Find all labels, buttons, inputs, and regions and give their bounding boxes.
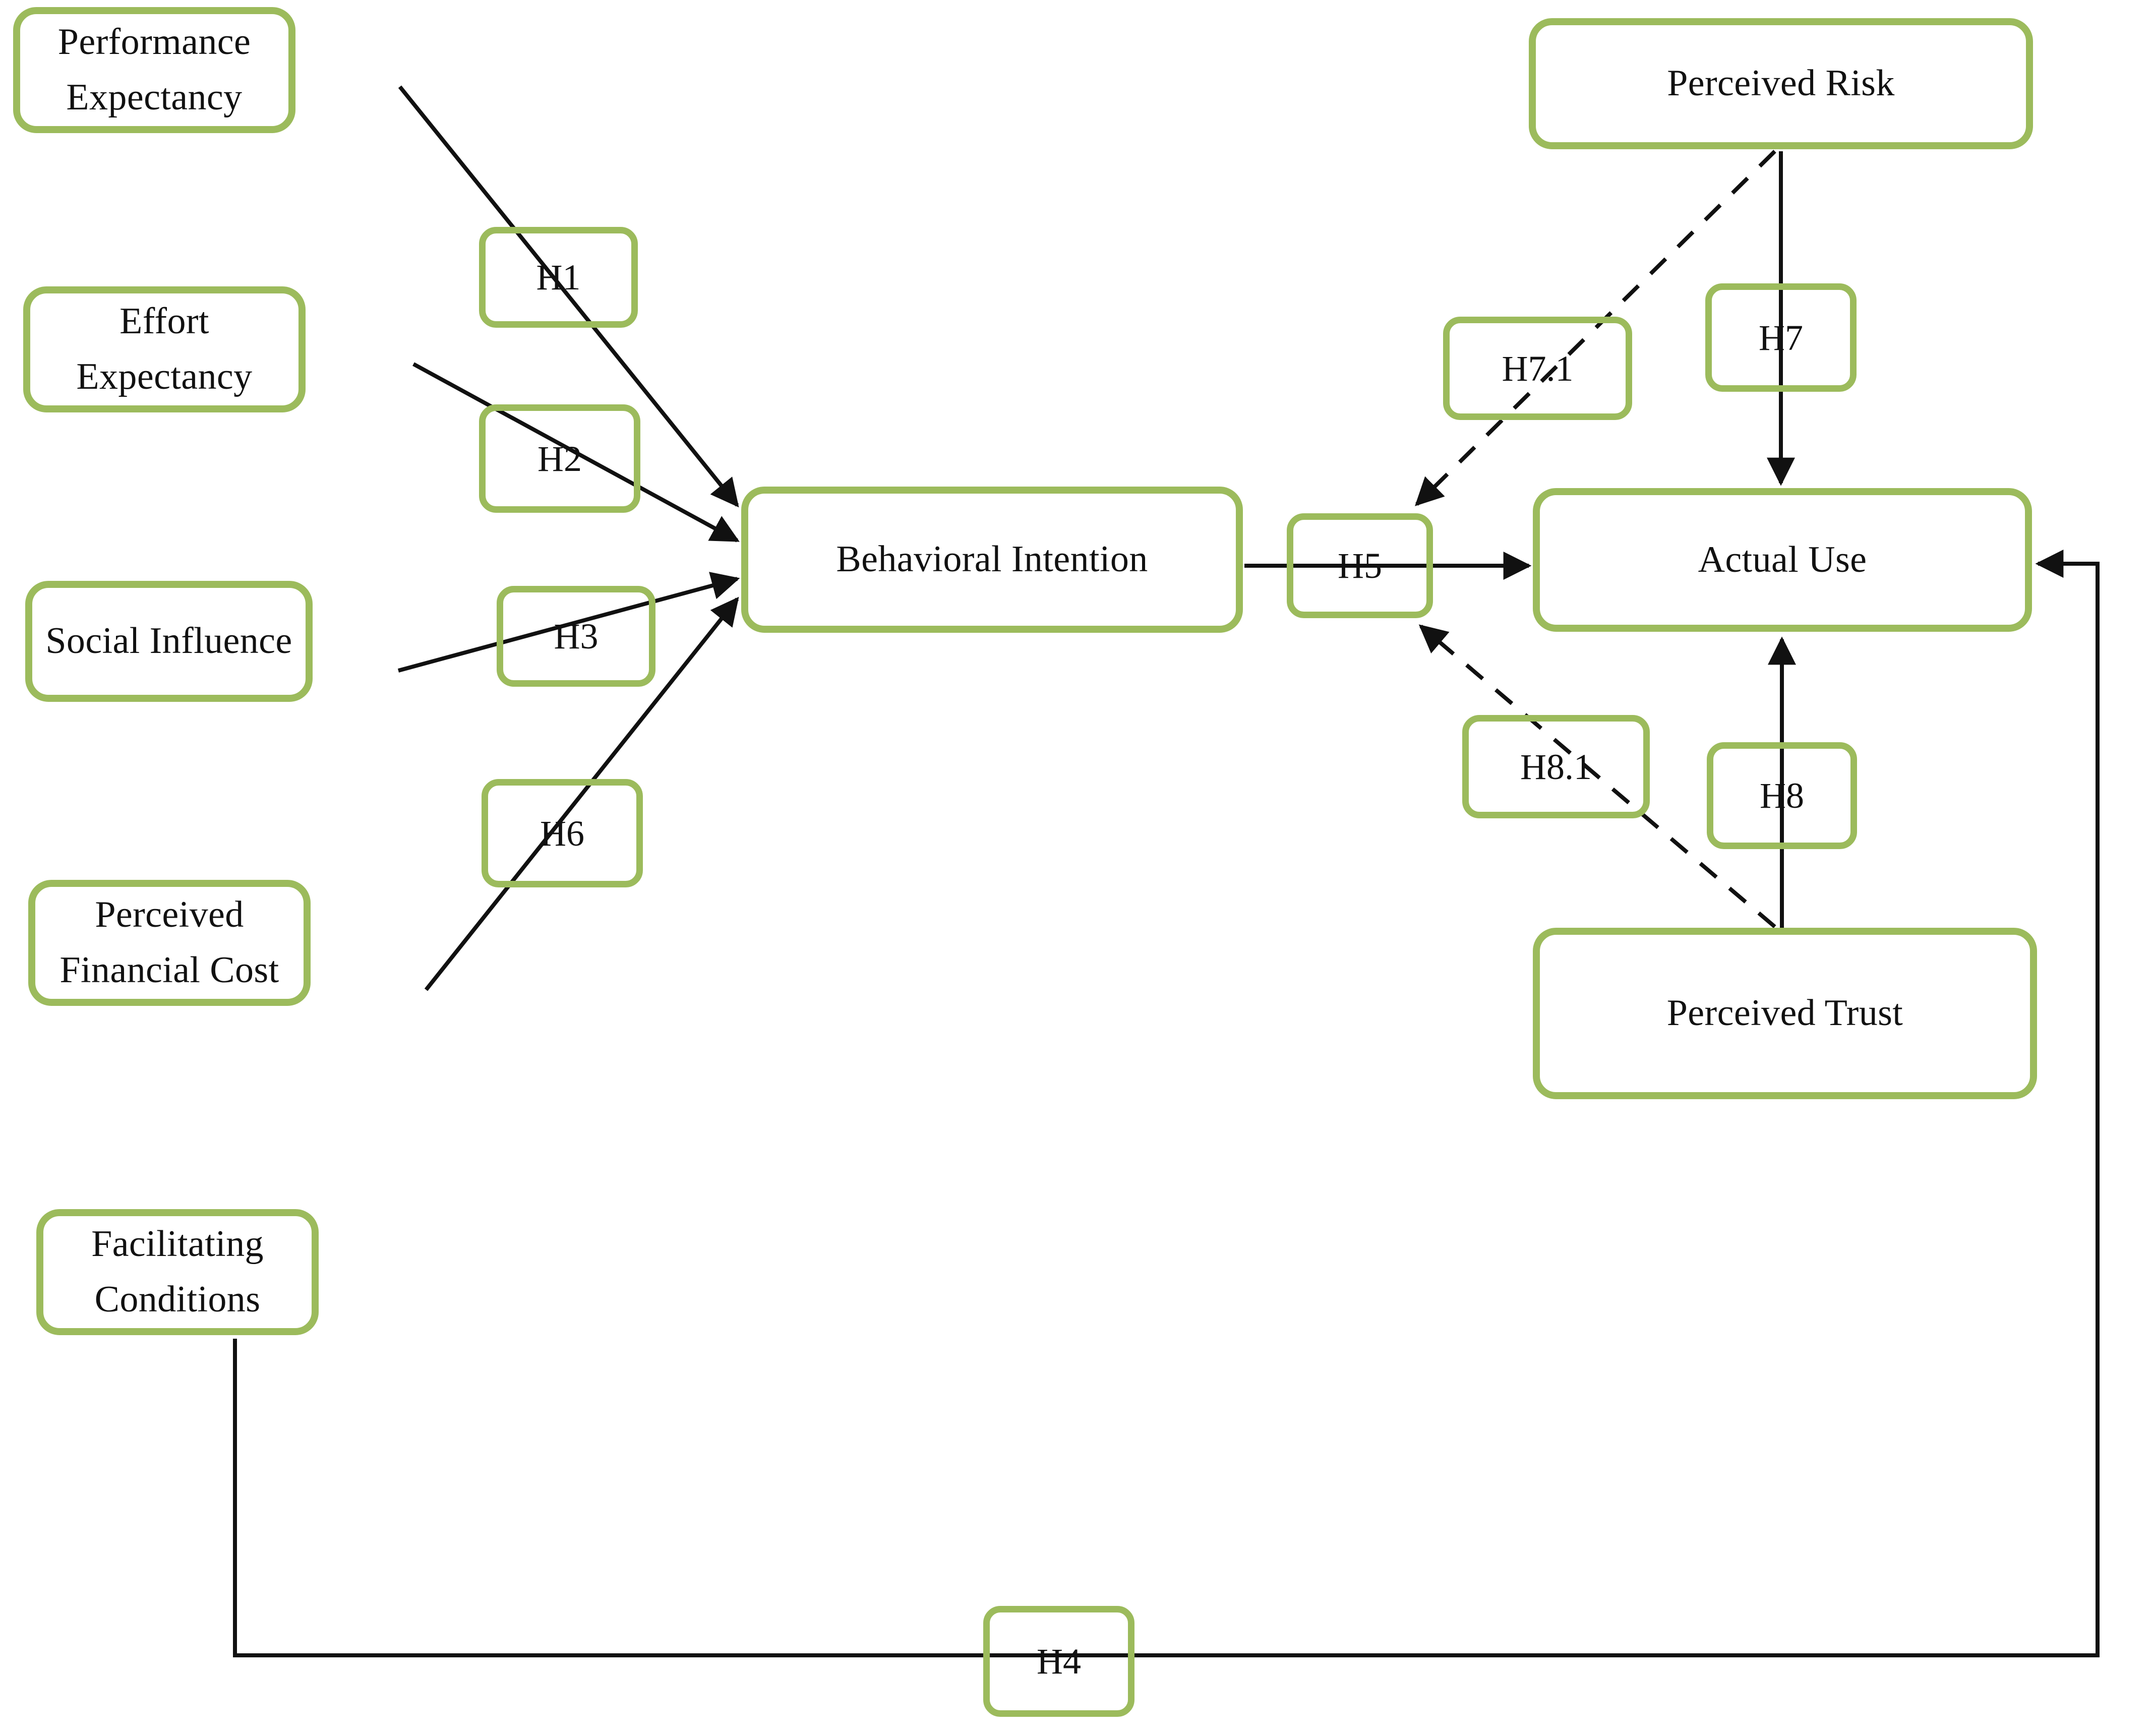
hypothesis-label: H2 [537,438,582,479]
construct-perceived-risk[interactable]: Perceived Risk [1529,18,2033,149]
hypothesis-h3[interactable]: H3 [497,586,655,687]
construct-label: Behavioral Intention [836,538,1148,580]
hypothesis-h7[interactable]: H7 [1705,283,1857,392]
hypothesis-label: H6 [540,813,584,854]
construct-perceived-trust[interactable]: Perceived Trust [1533,928,2037,1099]
hypothesis-label: H7.1 [1502,348,1574,389]
hypothesis-label: H7 [1759,317,1803,358]
hypothesis-label: H3 [554,616,599,656]
construct-facilitating-conditions[interactable]: Facilitating Conditions [36,1209,319,1335]
construct-social-influence[interactable]: Social Influence [25,581,313,702]
construct-label: Perceived Risk [1667,63,1895,104]
hypothesis-h6[interactable]: H6 [482,779,643,887]
construct-label: Perceived Financial Cost [59,894,279,991]
hypothesis-h4[interactable]: H4 [983,1606,1134,1717]
construct-performance-expectancy[interactable]: Performance Expectancy [13,7,295,133]
construct-label: Actual Use [1698,538,1867,580]
construct-label: Performance Expectancy [57,21,251,118]
hypothesis-label: H8 [1760,775,1804,816]
construct-label: Social Influence [45,620,292,662]
hypothesis-label: H8.1 [1520,746,1592,787]
hypothesis-label: H1 [536,257,581,297]
edge-h4 [233,550,2100,1657]
construct-behavioral-intention[interactable]: Behavioral Intention [741,487,1243,633]
hypothesis-h2[interactable]: H2 [479,404,640,513]
hypothesis-h1[interactable]: H1 [479,227,638,328]
hypothesis-label: H4 [1037,1641,1081,1682]
construct-effort-expectancy[interactable]: Effort Expectancy [23,286,306,412]
hypothesis-h8[interactable]: H8 [1707,742,1857,849]
hypothesis-h5[interactable]: H5 [1287,513,1433,618]
construct-actual-use[interactable]: Actual Use [1533,488,2032,632]
construct-label: Perceived Trust [1666,992,1903,1034]
construct-label: Facilitating Conditions [91,1223,264,1320]
construct-label: Effort Expectancy [76,301,253,397]
construct-perceived-financial-cost[interactable]: Perceived Financial Cost [28,880,311,1006]
hypothesis-h7-1[interactable]: H7.1 [1443,317,1632,420]
hypothesis-h8-1[interactable]: H8.1 [1462,715,1650,818]
hypothesis-label: H5 [1338,546,1382,586]
